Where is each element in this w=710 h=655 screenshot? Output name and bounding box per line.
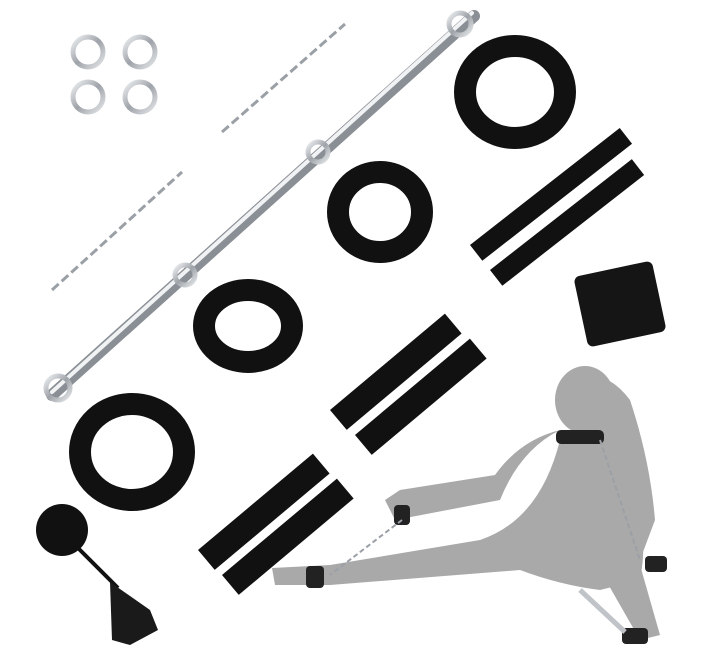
strap [330,313,462,430]
worn-chains [329,439,641,634]
figure-silhouette [272,366,660,640]
straps [198,128,645,595]
strap [469,128,633,261]
chain [50,170,184,292]
strap [490,159,645,286]
feather-tickler [36,504,158,645]
blindfold [574,261,666,347]
rings [70,34,158,115]
ring [122,79,158,115]
cuff [327,161,433,263]
worn-cuffs [306,430,667,644]
chains [50,22,346,292]
ankle-cuffs [69,35,576,511]
cuff [193,279,303,373]
strap [222,478,354,595]
strap [198,453,330,570]
spreader-bar [43,10,480,403]
chain [221,22,346,134]
ring [70,79,106,115]
strap [355,338,487,455]
cuff [454,35,576,149]
cuff [69,393,195,511]
ring [122,34,158,70]
ring [70,34,106,70]
